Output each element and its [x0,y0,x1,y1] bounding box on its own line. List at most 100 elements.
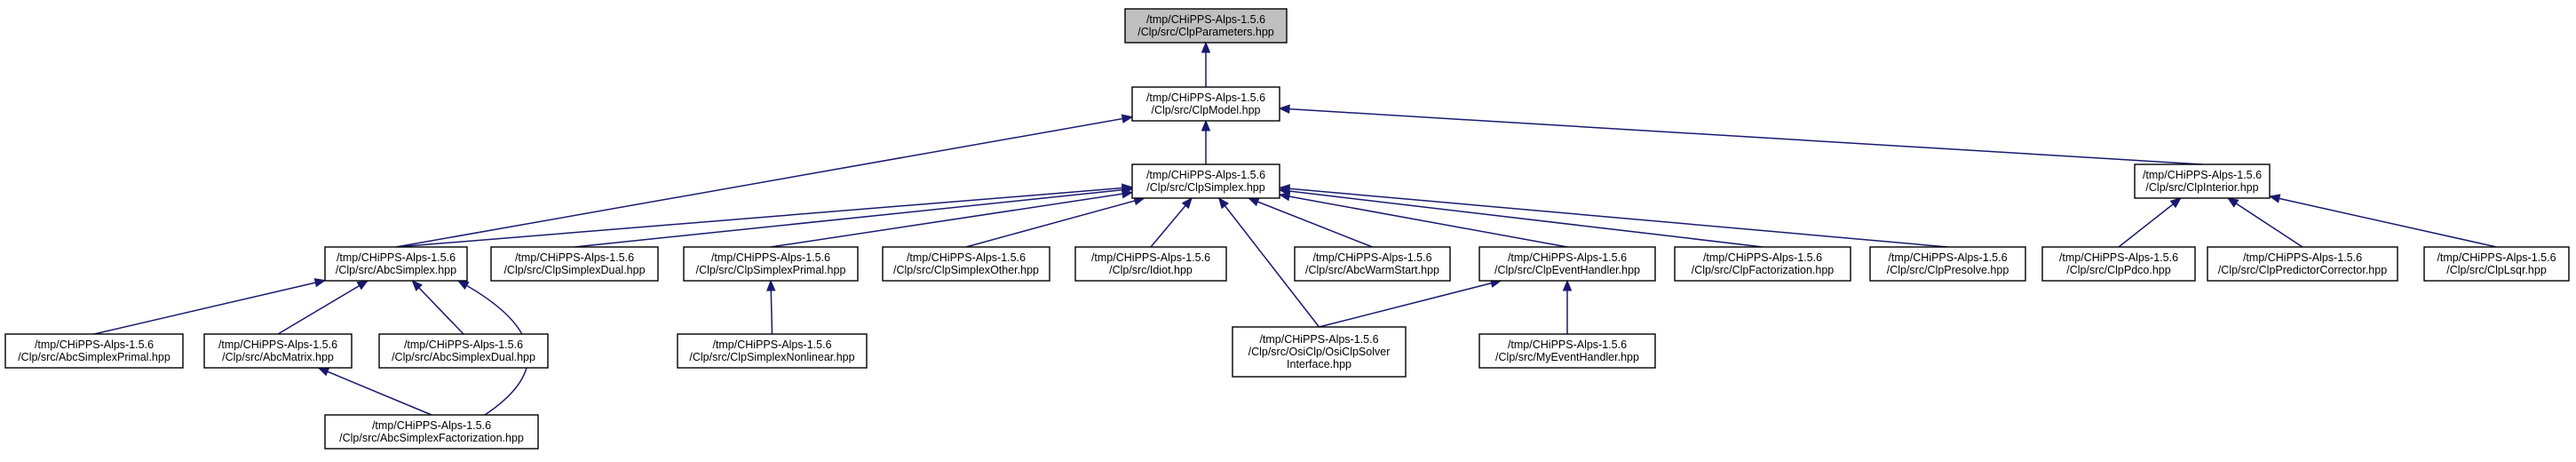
node-clplsqr[interactable]: /tmp/CHiPPS-Alps-1.5.6/Clp/src/ClpLsqr.h… [2423,246,2570,282]
arrowhead [411,280,424,291]
node-abcsimplexprimal[interactable]: /tmp/CHiPPS-Alps-1.5.6/Clp/src/AbcSimple… [4,333,184,369]
edge-osiclpsolverinterface-to-clpeventhandler [1319,280,1502,328]
node-label-line: /tmp/CHiPPS-Alps-1.5.6 [711,251,830,264]
node-label-line: /Clp/src/ClpPredictorCorrector.hpp [2218,264,2387,276]
node-label-line: /Clp/src/AbcMatrix.hpp [222,351,334,363]
node-box [4,333,184,369]
node-clpparameters[interactable]: /tmp/CHiPPS-Alps-1.5.6/Clp/src/ClpParame… [1124,8,1288,44]
node-box [1124,8,1288,44]
node-label-line: /Clp/src/ClpSimplexOther.hpp [893,264,1039,276]
node-label-line: /tmp/CHiPPS-Alps-1.5.6 [2243,251,2362,264]
node-clppredictorcorrector[interactable]: /tmp/CHiPPS-Alps-1.5.6/Clp/src/ClpPredic… [2207,246,2398,282]
node-box [378,333,549,369]
node-label-line: /tmp/CHiPPS-Alps-1.5.6 [515,251,634,264]
arrowhead [1121,189,1134,199]
node-label-line: /tmp/CHiPPS-Alps-1.5.6 [1508,339,1627,351]
arrowhead [456,280,470,291]
edge-abcsimplexprimal-to-abcsimplex [93,279,326,335]
node-label-line: /tmp/CHiPPS-Alps-1.5.6 [1146,92,1265,104]
node-label-line: /Clp/src/ClpParameters.hpp [1137,26,1274,38]
node-label-line: /tmp/CHiPPS-Alps-1.5.6 [2437,251,2556,264]
node-label-line: /tmp/CHiPPS-Alps-1.5.6 [337,251,456,264]
node-abcsimplex[interactable]: /tmp/CHiPPS-Alps-1.5.6/Clp/src/AbcSimple… [324,246,468,282]
node-box [324,414,539,450]
node-label-line: /tmp/CHiPPS-Alps-1.5.6 [372,419,491,432]
edge-clppdco-to-clpinterior [2118,197,2182,248]
node-clpsimplexprimal[interactable]: /tmp/CHiPPS-Alps-1.5.6/Clp/src/ClpSimple… [683,246,859,282]
node-box [1074,246,1227,282]
node-idiot[interactable]: /tmp/CHiPPS-Alps-1.5.6/Clp/src/Idiot.hpp [1074,246,1227,282]
node-label-line: /Clp/src/ClpSimplexNonlinear.hpp [689,351,854,363]
node-label-line: /Clp/src/ClpModel.hpp [1152,104,1261,116]
arrowhead [2268,194,2281,203]
node-label-line: /tmp/CHiPPS-Alps-1.5.6 [1888,251,2007,264]
node-abcwarmstart[interactable]: /tmp/CHiPPS-Alps-1.5.6/Clp/src/AbcWarmSt… [1294,246,1451,282]
node-label-line: /Clp/src/Idiot.hpp [1109,264,1193,276]
edge-clplsqr-to-clpinterior [2269,195,2497,248]
node-label-line: /Clp/src/AbcSimplexDual.hpp [392,351,535,363]
node-clppdco[interactable]: /tmp/CHiPPS-Alps-1.5.6/Clp/src/ClpPdco.h… [2041,246,2196,282]
node-osiclpsolverinterface[interactable]: /tmp/CHiPPS-Alps-1.5.6/Clp/src/OsiClp/Os… [1232,326,1407,378]
arrowhead [1562,279,1573,291]
node-label-line: /Clp/src/OsiClp/OsiClpSolver [1248,346,1391,358]
node-box [1131,86,1280,122]
node-box [1131,163,1280,199]
arrowhead [317,367,330,377]
node-box [1232,326,1407,378]
node-clpsimplexnonlinear[interactable]: /tmp/CHiPPS-Alps-1.5.6/Clp/src/ClpSimple… [677,333,868,369]
node-label-line: /tmp/CHiPPS-Alps-1.5.6 [1146,13,1265,26]
edge-abcmatrix-to-abcsimplex [277,280,369,335]
arrowhead [1181,196,1193,210]
node-clppresolve[interactable]: /tmp/CHiPPS-Alps-1.5.6/Clp/src/ClpPresol… [1869,246,2026,282]
edge-abcsimplexdual-to-abcsimplex [411,280,464,335]
node-clpeventhandler[interactable]: /tmp/CHiPPS-Alps-1.5.6/Clp/src/ClpEventH… [1478,246,1656,282]
node-abcsimplexdual[interactable]: /tmp/CHiPPS-Alps-1.5.6/Clp/src/AbcSimple… [378,333,549,369]
node-label-line: /Clp/src/ClpInterior.hpp [2145,181,2258,194]
arrowhead [1217,196,1229,210]
edge-clpfactorization-to-clpsimplex [1279,189,1764,248]
edge-clpsimplexprimal-to-clpsimplex [770,191,1133,248]
arrowhead [1278,184,1290,194]
edge-abcwarmstart-to-clpsimplex [1248,197,1373,248]
node-label-line: /Clp/src/ClpSimplexPrimal.hpp [696,264,846,276]
node-label-line: /Clp/src/AbcSimplex.hpp [336,264,456,276]
node-box [2207,246,2398,282]
node-clpfactorization[interactable]: /tmp/CHiPPS-Alps-1.5.6/Clp/src/ClpFactor… [1674,246,1851,282]
node-box [677,333,868,369]
node-clpinterior[interactable]: /tmp/CHiPPS-Alps-1.5.6/Clp/src/ClpInteri… [2134,163,2271,199]
edge-clppredictorcorrector-to-clpinterior [2227,197,2303,248]
arrowhead [1201,41,1211,53]
arrowhead [1247,197,1260,207]
arrowhead [313,278,327,288]
node-label-line: /tmp/CHiPPS-Alps-1.5.6 [2143,169,2262,181]
edge-abcsimplex-to-clpsimplex [395,186,1133,248]
node-label-line: /Clp/src/ClpPresolve.hpp [1887,264,2009,276]
edge-clpeventhandler-to-clpsimplex [1279,194,1568,248]
arrowhead [766,279,776,291]
node-clpsimplex[interactable]: /tmp/CHiPPS-Alps-1.5.6/Clp/src/ClpSimple… [1131,163,1280,199]
edge-clppresolve-to-clpsimplex [1279,187,1948,248]
arrowhead [2226,197,2239,208]
node-label-line: /Clp/src/ClpLsqr.hpp [2446,264,2547,276]
arrowhead [1278,104,1290,114]
node-box [1674,246,1851,282]
node-abcmatrix[interactable]: /tmp/CHiPPS-Alps-1.5.6/Clp/src/AbcMatrix… [203,333,353,369]
node-box [1869,246,2026,282]
node-label-line: Interface.hpp [1287,358,1351,370]
node-box [1478,246,1656,282]
edges-layer [93,41,2497,416]
arrowhead [1121,114,1134,123]
node-label-line: /tmp/CHiPPS-Alps-1.5.6 [2059,251,2178,264]
node-clpmodel[interactable]: /tmp/CHiPPS-Alps-1.5.6/Clp/src/ClpModel.… [1131,86,1280,122]
node-abcsimplexfactorization[interactable]: /tmp/CHiPPS-Alps-1.5.6/Clp/src/AbcSimple… [324,414,539,450]
node-clpsimplexother[interactable]: /tmp/CHiPPS-Alps-1.5.6/Clp/src/ClpSimple… [882,246,1050,282]
node-myeventhandler[interactable]: /tmp/CHiPPS-Alps-1.5.6/Clp/src/MyEventHa… [1478,333,1656,369]
nodes-layer: /tmp/CHiPPS-Alps-1.5.6/Clp/src/ClpParame… [4,8,2570,450]
arrowhead [1201,119,1211,131]
node-clpsimplexdual[interactable]: /tmp/CHiPPS-Alps-1.5.6/Clp/src/ClpSimple… [490,246,659,282]
node-label-line: /Clp/src/AbcWarmStart.hpp [1305,264,1439,276]
node-box [1294,246,1451,282]
arrowhead [356,280,369,291]
edge-idiot-to-clpsimplex [1150,197,1193,248]
